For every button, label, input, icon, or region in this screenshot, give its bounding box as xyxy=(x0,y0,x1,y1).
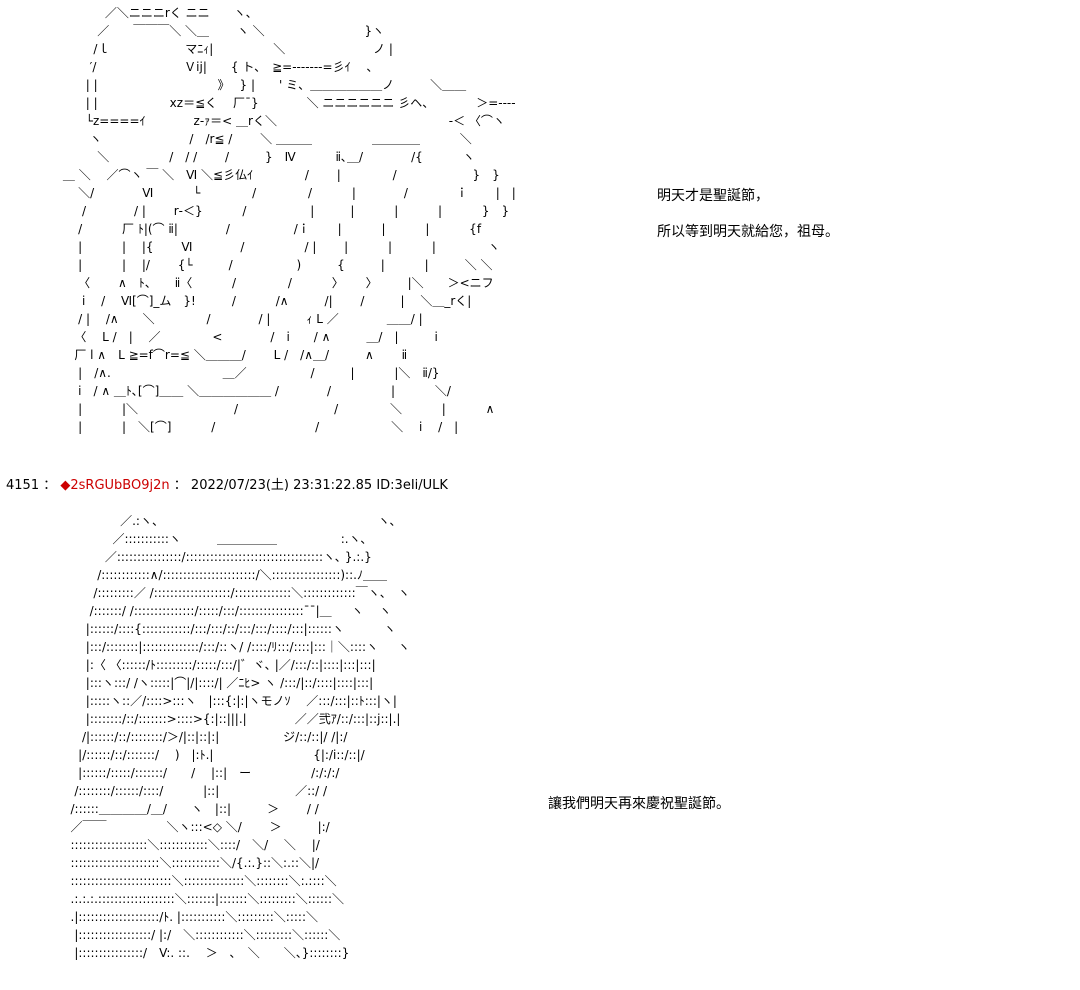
aa-line: | /∧. ＿／ / | |＼ ⅱ/} xyxy=(40,366,440,380)
separator: ： xyxy=(173,478,187,493)
aa-line: /ｌ マﾆｨ| ＼ ノ | xyxy=(40,42,393,56)
aa-line: |:::/::::::::|::::::::::::::/:::/::ヽ/ /:… xyxy=(40,640,410,654)
aa-line: ＼ / / / / } Ⅳ ⅱ､＿/ /{ ヽ xyxy=(40,150,475,164)
aa-line: |:::ヽ:::/ /ヽ:::::|⌒|/|::::/| ／ﾆﾋ> ヽ /:::… xyxy=(40,676,374,690)
aa-line: |:::::ヽ::／/::::>:::ヽ |:::{:|:|ヽモノｿ ／:::/… xyxy=(40,694,397,708)
aa-line: .:.:.:.:::::::::::::::::::＼:::::::|:::::… xyxy=(40,892,345,906)
ascii-art-post1: ／＼ニニニrく ニニ ヽ、 ／ ￣￣￣＼ ＼＿ ヽ ＼ }ヽ /ｌ マﾆｨ| ＼… xyxy=(40,4,516,436)
aa-line: /:::::::::／ /:::::::::::::::::::/:::::::… xyxy=(40,586,410,600)
aa-line: |::::::/:::::/:::::::/ / |::| ー /:/:/:/ xyxy=(40,766,340,780)
aa-line: | | |{ Ⅵ / / | | | | ヽ xyxy=(40,240,500,254)
aa-line: 〈 L / | ／ < / ⅰ / ∧ ＿/ | ⅰ xyxy=(40,330,438,344)
dialogue-line: 所以等到明天就給您，祖母。 xyxy=(657,224,839,240)
ascii-art-post2: ／.:ヽ、 ヽ､ ／:::::::::::ヽ ＿＿＿＿＿ :.ヽ､ ／:::::… xyxy=(40,512,410,962)
aa-line: / 厂 ﾄ|(⌒ ⅱ| / /ｉ | | | {f xyxy=(40,222,482,236)
aa-line: :::::::::::::::::::::::::＼::::::::::::::… xyxy=(40,874,337,888)
trip-diamond-icon: ◆ xyxy=(60,478,71,493)
aa-line: ＿ ＼ ／⌒ヽ ￣ ＼ Ⅵ ＼≦彡仏ｲ / | / } } xyxy=(40,168,500,182)
dialogue-line: 讓我們明天再來慶祝聖誕節。 xyxy=(548,796,730,812)
separator: ： xyxy=(43,478,57,493)
post-datetime: 2022/07/23(土) 23:31:22.85 xyxy=(190,478,373,493)
aa-line: /::::::::/::::::/::::/ |::| ／::/ / xyxy=(40,784,328,798)
aa-line: ／ ￣￣￣＼ ＼＿ ヽ ＼ }ヽ xyxy=(40,24,385,38)
aa-line: ::::::::::::::::::::::＼::::::::::::＼/{.:… xyxy=(40,856,320,870)
aa-line: /::::::＿＿＿＿/＿/ ヽ |::| ＞ / / xyxy=(40,802,319,816)
aa-line: 厂 l ∧ L ≧=f⌒r=≦ ＼＿＿＿/ L / /∧＿/ ∧ ⅱ xyxy=(40,348,408,362)
aa-line: /::::::::::::∧/:::::::::::::::::::::::/＼… xyxy=(40,568,387,582)
poster-id: ID:3eIi/ULK xyxy=(376,478,448,493)
dialogue-line: 明天才是聖誕節， xyxy=(657,188,769,204)
aa-line: / | /∧ ＼ / / | ｨ L ／ ＿＿/ | xyxy=(40,312,423,326)
aa-line: ⅰ / Ⅵ[⌒]_ム }! / /∧ /| / | ＼＿_rく| xyxy=(40,294,472,308)
aa-line: ／＼ニニニrく ニニ ヽ、 xyxy=(40,6,258,20)
aa-line: / / | r‐＜} / | | | | } } xyxy=(40,204,510,218)
aa-line: ⅰ / ∧ ＿ﾄ､[⌒]＿＿ ＼＿＿＿＿＿＿ / / | ＼/ xyxy=(40,384,451,398)
aa-line: |::::::::/::/:::::::>::::>{:|::|||.| ／／弐… xyxy=(40,712,401,726)
aa-line: | | xz＝≦く 厂¯} ＼ ニニニニニニ 彡ヘ、 ＞=‐‐‐‐ xyxy=(40,96,516,110)
aa-line: ＼/ Ⅵ └ / / | / ｉ | | xyxy=(40,186,516,200)
aa-line: :::::::::::::::::::＼::::::::::::＼::::/ ＼… xyxy=(40,838,320,852)
aa-line: |::::::/::::{::::::::::::/:::/:::/::/:::… xyxy=(40,622,396,636)
aa-line: | | ＼[⌒] / / ＼ ⅰ / | xyxy=(40,420,459,434)
aa-line: ／::::::::::::::::/::::::::::::::::::::::… xyxy=(40,550,372,564)
aa-line: |::::::::::::::::::/ |:/ ＼::::::::::::＼:… xyxy=(40,928,341,942)
aa-line: .|::::::::::::::::::::/ﾄ. |:::::::::::＼:… xyxy=(40,910,319,924)
aa-line: ／.:ヽ、 ヽ､ xyxy=(40,514,396,528)
aa-line: /:::::::/ /:::::::::::::::/:::::/:::/:::… xyxy=(40,604,392,618)
aa-line: |/::::::/::/:::::::/ ) |:ﾄ.| {|:/i::/::|… xyxy=(40,748,365,762)
aa-line: 〈 ∧ ﾄ、 ⅱ〈 / / 〉 〉 |＼ ＞<ニフ xyxy=(40,276,494,290)
aa-line: | | |/ {└ / ) { | | ＼ ＼ xyxy=(40,258,493,272)
aa-line: |::::::::::::::::/ V:. ::. ＞ ､ ＼ ＼、}::::… xyxy=(40,946,350,960)
aa-line: /|::::::/::/::::::::/＞/|::|::|:| ジ/::/::… xyxy=(40,730,348,744)
aa-line: ／￣￣ ＼ヽ:::<◇ ＼/ ＞ |:/ xyxy=(40,820,330,834)
aa-line: |:〈 〈::::::/ﾄ:::::::::/:::::/:::/|゛ヾ､ |／… xyxy=(40,658,376,672)
trip-code: 2sRGUbBO9j2n xyxy=(70,478,170,493)
post-header: 4151 ： ◆2sRGUbBO9j2n ： 2022/07/23(土) 23:… xyxy=(6,474,448,493)
aa-line: └z====ｲ z-ｧ＝< ＿rく＼ ‐＜ 〈⌒ヽ xyxy=(40,114,505,128)
post-number[interactable]: 4151 xyxy=(6,478,40,493)
aa-line: ヽ / /r≦ / ＼ ＿＿＿ ＿＿＿＿ ＼ xyxy=(40,132,472,146)
aa-line: ／:::::::::::ヽ ＿＿＿＿＿ :.ヽ､ xyxy=(40,532,367,546)
aa-line: ′/ Ｖij| { ト、 ≧=‐‐‐‐‐‐‐=彡ｲ 、 xyxy=(40,60,379,74)
aa-line: | | 》 } | ' ミ、＿＿＿＿＿＿ノ ＼＿＿ xyxy=(40,78,467,92)
aa-line: | |＼ / / ＼ | ∧ xyxy=(40,402,495,416)
